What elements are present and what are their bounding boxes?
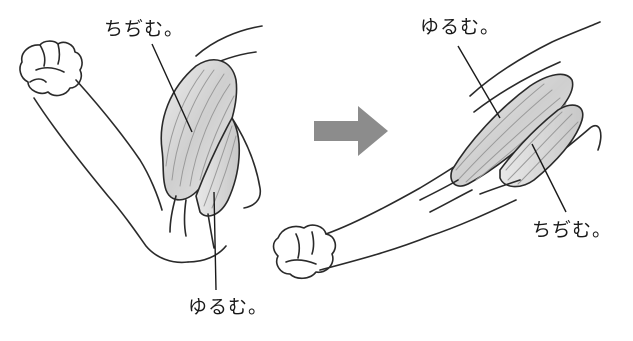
label-left-contract: ちぢむ。 [104,18,185,40]
right-forearm-bottom [319,199,517,271]
left-upper-arm-back [231,117,262,209]
left-fist [19,40,83,97]
left-arm-flexed [19,25,263,264]
left-relax-leader [213,191,217,291]
left-contract-leader [151,43,193,133]
right-arm-extended [272,21,602,280]
right-relax-leader [457,45,501,119]
label-right-relax: ゆるむ。 [420,16,501,38]
right-biceps [450,73,574,187]
label-right-contract: ちぢむ。 [532,219,613,241]
right-forearm-top [325,155,471,235]
right-upper-arm-top [469,21,601,97]
label-left-relax: ゆるむ。 [188,296,269,318]
right-fist [272,224,337,280]
right-contract-leader [531,143,567,213]
right-arrow-icon [314,106,388,156]
left-upper-arm-top [195,25,263,57]
left-forearm-top [75,79,163,211]
left-forearm-bottom [33,97,189,264]
